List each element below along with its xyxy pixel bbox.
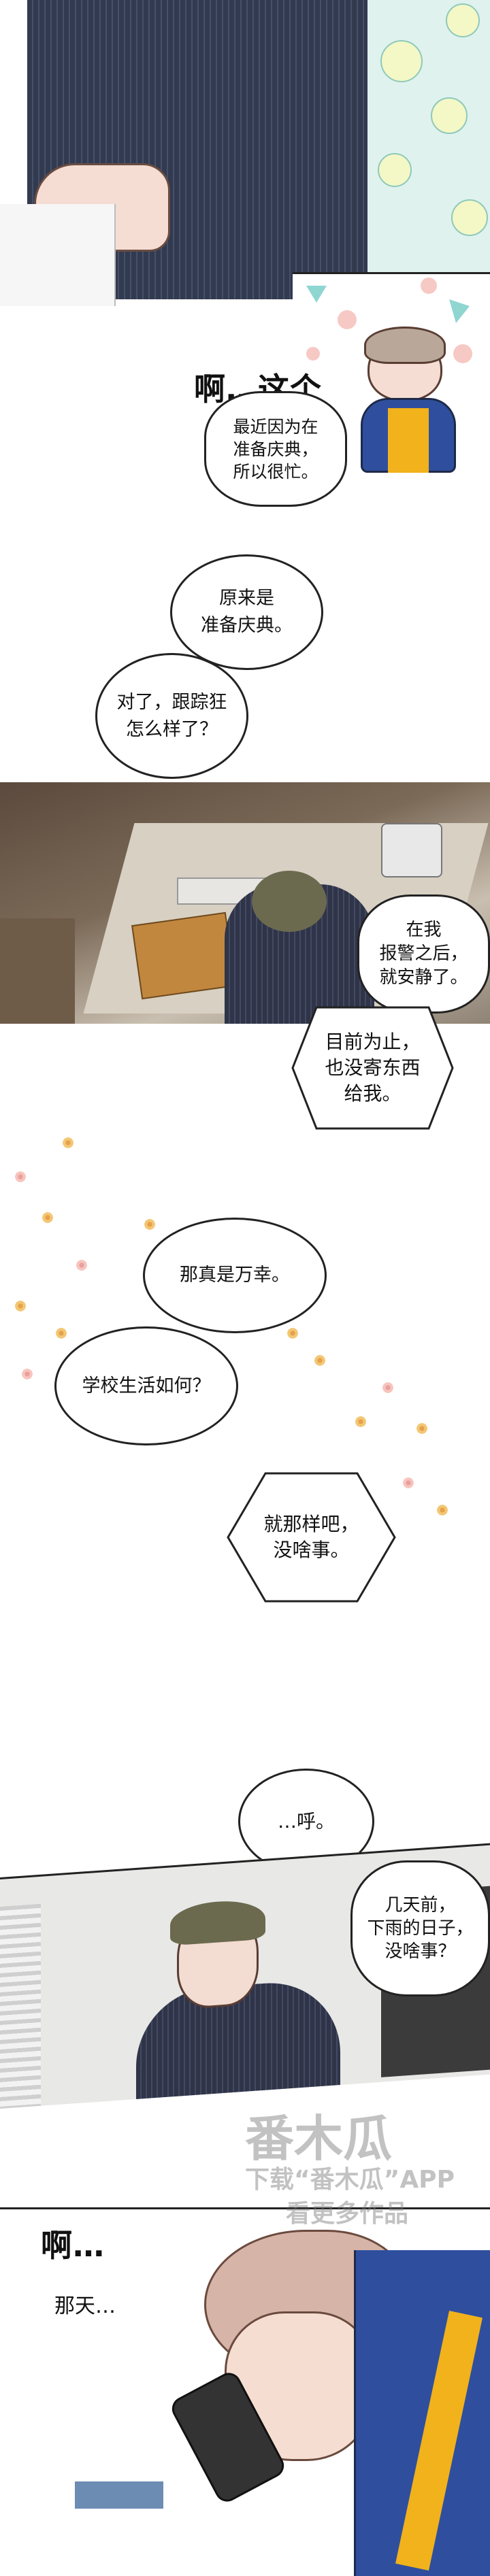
speech-bubble-festival: 原来是 准备庆典。: [170, 554, 323, 670]
flower: [41, 1211, 54, 1224]
flower: [54, 1326, 68, 1340]
watermark-stamp: 番木瓜: [245, 2110, 393, 2167]
flower: [75, 1258, 88, 1272]
speech-bubble-fortunate: 那真是万幸。: [143, 1218, 327, 1333]
flower: [313, 1354, 327, 1367]
flower: [143, 1218, 157, 1231]
shelf: [0, 918, 75, 1024]
chibi-hair: [364, 327, 446, 364]
panel-1: [0, 0, 490, 320]
hex-bubble-nothing-much: 就那样吧， 没啥事。: [225, 1469, 398, 1605]
hex-text: 目前为止， 也没寄东西 给我。: [325, 1031, 421, 1105]
flower: [354, 1415, 368, 1428]
man-hair: [252, 871, 327, 932]
speech-bubble-school-life: 学校生活如何？: [54, 1326, 238, 1445]
man-hair: [170, 1898, 265, 1946]
panel-1-chibi: [293, 272, 490, 497]
hex-text: 就那样吧， 没啥事。: [263, 1513, 359, 1561]
flower: [415, 1422, 429, 1435]
hex-outline: [227, 1472, 396, 1603]
hoodie-yellow-panel: [388, 408, 429, 473]
flower: [286, 1326, 299, 1340]
flower: [61, 1136, 75, 1150]
watermark-line-2: 看更多作品: [286, 2200, 409, 2228]
folder: [131, 911, 236, 1000]
flower: [14, 1299, 27, 1313]
paper: [0, 204, 116, 306]
speech-bubble-after-report: 在我 报警之后， 就安静了。: [357, 894, 490, 1014]
flower: [14, 1170, 27, 1184]
window-blinds: [0, 1903, 41, 2109]
flower: [381, 1381, 395, 1394]
sfx-ah: 啊…: [41, 2227, 105, 2264]
speech-bubble-rainy-day: 几天前， 下雨的日子， 没啥事？: [350, 1860, 490, 1996]
flower: [436, 1503, 449, 1517]
line-that-day: 那天…: [54, 2294, 116, 2318]
desk-item: [75, 2481, 163, 2509]
flower: [402, 1476, 415, 1490]
pastel-triangles: [306, 278, 472, 363]
speech-bubble-preparing: 最近因为在 准备庆典， 所以很忙。: [204, 391, 347, 507]
chibi-panel: [293, 272, 490, 320]
panel-6-phone-call: [0, 2207, 490, 2576]
telephone: [381, 823, 442, 877]
watermark-line-1: 下载“番木瓜”APP: [245, 2166, 455, 2194]
speech-bubble-stalker: 对了，跟踪狂 怎么样了？: [95, 653, 248, 779]
hex-bubble-nothing-sent: 目前为止， 也没寄东西 给我。: [289, 1003, 456, 1133]
hex-outline: [291, 1006, 454, 1130]
flower: [20, 1367, 34, 1381]
panel-4-flowers: [0, 1122, 490, 1565]
